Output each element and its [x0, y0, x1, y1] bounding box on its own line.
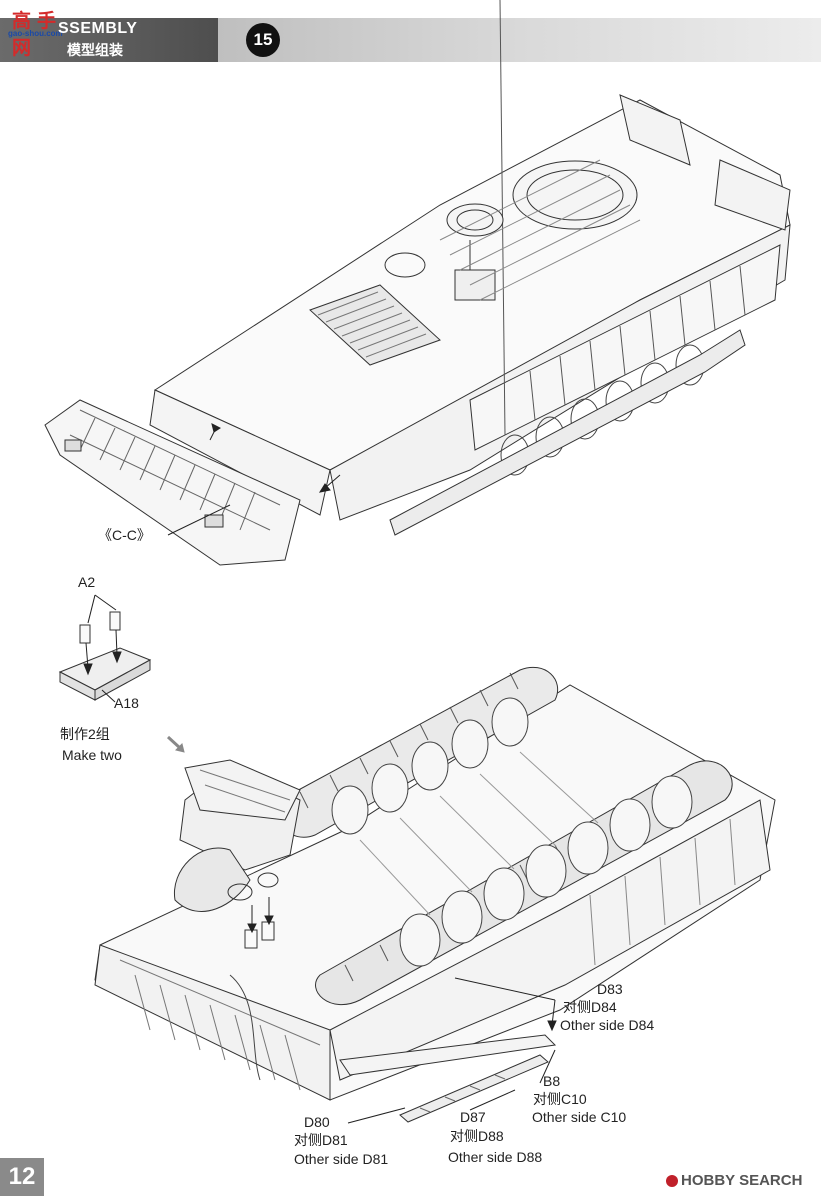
header-light-panel [218, 18, 821, 62]
part-label-c10-cn: 对侧C10 [533, 1091, 587, 1107]
part-label-a2: A2 [78, 574, 96, 590]
make-two-cn: 制作2组 [60, 726, 110, 742]
make-two-en: Make two [62, 747, 122, 763]
part-label-d88-cn: 对侧D88 [450, 1128, 504, 1144]
part-label-d80: D80 [304, 1114, 330, 1130]
part-label-a18: A18 [114, 695, 139, 711]
part-label-d87: D87 [460, 1109, 486, 1125]
part-label-d81-en: Other side D81 [294, 1151, 389, 1167]
hobby-search-text: HOBBY SEARCH [681, 1172, 803, 1189]
inset-bracket-drawing [58, 594, 185, 753]
hobby-search-watermark: HOBBY SEARCH [666, 1172, 802, 1189]
assembly-title-en: SSEMBLY [58, 20, 138, 37]
watermark-logo: 高手网 gao-shou.com [2, 2, 72, 59]
part-label-d84-cn: 对侧D84 [563, 999, 617, 1015]
bottom-chassis-drawing [94, 666, 776, 1124]
watermark-url: gao-shou.com [8, 29, 63, 38]
callout-cc: 《C-C》 [98, 527, 151, 543]
part-label-c10-en: Other side C10 [532, 1109, 627, 1125]
watermark-text: 高手网 [12, 11, 63, 59]
header-dark-panel [0, 18, 218, 62]
part-label-d83: D83 [597, 981, 623, 997]
part-label-d84-en: Other side D84 [560, 1017, 655, 1033]
hobby-search-logo-icon [666, 1174, 678, 1187]
assembly-title-cn: 模型组装 [67, 42, 123, 58]
part-label-d81-cn: 对侧D81 [294, 1132, 348, 1148]
step-number-badge: 15 [246, 23, 280, 57]
page-number: 12 [0, 1158, 44, 1196]
part-label-b8: B8 [543, 1073, 561, 1089]
top-hull-drawing [44, 0, 791, 566]
part-label-d88-en: Other side D88 [448, 1149, 543, 1165]
